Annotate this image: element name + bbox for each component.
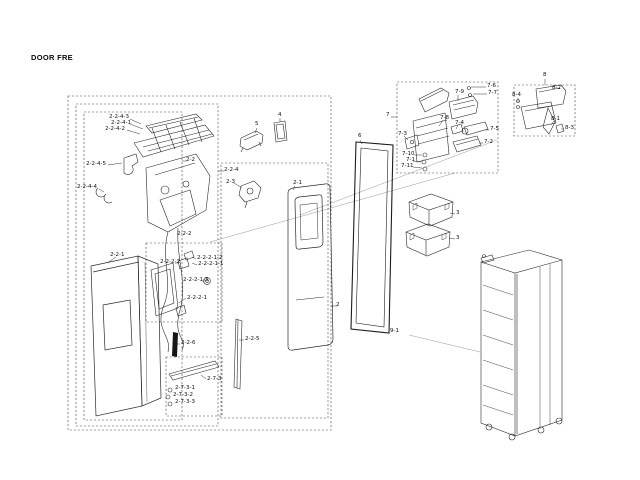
callout-box-panel (220, 162, 329, 419)
callout-8-2: 8-2 (552, 85, 561, 91)
callout-8: 8 (543, 72, 547, 78)
callout-7: 7 (386, 112, 390, 118)
callout-box-2-2 (83, 111, 183, 421)
callout-7-7: 7-7 (488, 90, 497, 96)
callout-7-11: 7-11 (401, 163, 414, 169)
callout-boxes (67, 81, 576, 431)
callout-2-2: 2-2 (186, 157, 195, 163)
handle-bracket-drawing (165, 360, 220, 407)
callout-2-2-4-3: 2-2-4-3 (109, 114, 129, 120)
leader-lines (98, 79, 564, 380)
callout-2-7-3-1: 2-7-3-1 (175, 385, 195, 391)
callout-2-7-3-2: 2-7-3-2 (173, 392, 193, 398)
callout-box-door-assy-2 (67, 95, 332, 431)
callout-2-2-2-2: 2-2-2-2 (160, 259, 180, 265)
dispenser-module-drawing (95, 113, 215, 353)
callout-box-2-2-2 (145, 242, 223, 323)
door-bins-drawing (405, 193, 454, 257)
callout-2-2-4-5: 2-2-4-5 (86, 161, 106, 167)
callout-7-8: 7-8 (440, 115, 449, 121)
callout-7-6: 7-6 (487, 83, 496, 89)
callout-2-3: 2-3 (226, 179, 235, 185)
door-gasket-drawing (350, 141, 394, 334)
callout-2-2-2: 2-2-2 (177, 231, 192, 237)
callout-2-7-3-3: 2-7-3-3 (175, 399, 195, 405)
callout-7-9: 7-9 (455, 89, 464, 95)
small-parts-drawing (238, 120, 288, 209)
dispenser-housing-drawing (150, 250, 211, 317)
callout-7-1: 7-1 (406, 157, 415, 163)
callout-2-2-2-1-1: 2-2-2-1-1 (198, 261, 224, 267)
callout-3-upper-bin: 3 (456, 210, 460, 216)
callout-2-2-2-1: 2-2-2-1 (187, 295, 207, 301)
door-panel-drawing (90, 255, 162, 417)
callout-3-lower-bin: 3 (456, 235, 460, 241)
callout-2: 2 (336, 302, 340, 308)
callout-2-2-4: 2-2-4 (224, 167, 239, 173)
callout-8-1: 8-1 (551, 116, 560, 122)
callout-2-2-2-1-3: 2-2-2-1-3 (183, 277, 209, 283)
callout-2-2-4-4: 2-2-4-4 (77, 184, 97, 190)
callout-2-2-6: 2-2-6 (181, 340, 196, 346)
callout-7-2: 7-2 (484, 139, 493, 145)
trim-strip-drawing (233, 318, 243, 390)
callout-2-1: 2-1 (293, 180, 302, 186)
dispenser-panel-drawing (287, 183, 334, 351)
callout-2-2-5: 2-2-5 (245, 336, 260, 342)
diagram-title: DOOR FRE (31, 53, 73, 62)
cover-parts-drawing (516, 84, 567, 135)
trim-bar-drawing (172, 332, 178, 357)
callout-2-2-2-1-2: 2-2-2-1-2 (197, 255, 223, 261)
reference-lines (209, 139, 498, 353)
callout-box-2-7-3 (165, 356, 223, 417)
callout-8-4: 8-4 (512, 92, 521, 98)
callout-8-3: 8-3 (565, 125, 574, 131)
cabinet-drawing (480, 249, 563, 441)
callout-7-5: 7-5 (490, 126, 499, 132)
callout-2-2-4-2: 2-2-4-2 (105, 126, 125, 132)
callout-2-2-1: 2-2-1 (110, 252, 125, 258)
callout-7-4: 7-4 (455, 120, 464, 126)
callout-6: 6 (358, 133, 362, 139)
callout-5: 5 (255, 121, 259, 127)
ice-room-parts-drawing (404, 86, 489, 172)
callout-4: 4 (278, 112, 282, 118)
callout-7-10: 7-10 (402, 151, 415, 157)
callout-2-2-4-1: 2-2-4-1 (111, 120, 131, 126)
callout-2-7-3: 2-7-3 (207, 376, 222, 382)
callout-9-1: 9-1 (390, 328, 399, 334)
callout-7-3: 7-3 (398, 131, 407, 137)
